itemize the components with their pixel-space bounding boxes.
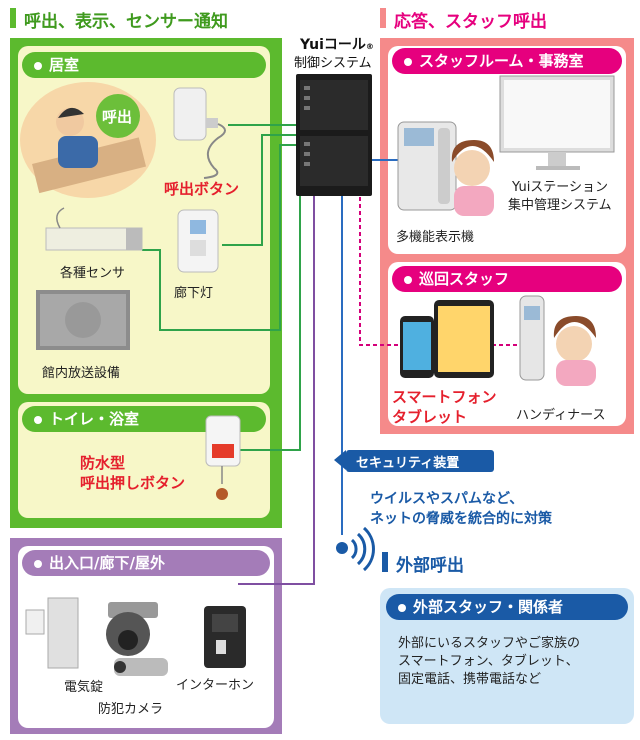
system-subtitle: 制御システム [294, 56, 372, 71]
hallway-light-label: 廊下灯 [174, 286, 214, 301]
pa-speaker-icon [36, 290, 130, 350]
phone-label: 多機能表示機 [396, 230, 475, 245]
electric-lock-icon [25, 597, 79, 669]
left-header: 呼出、表示、センサー通知 [24, 12, 228, 32]
room-title-pill: 居室 [22, 52, 266, 78]
pa-system-label: 館内放送設備 [42, 366, 121, 381]
station-monitor-icon [499, 75, 615, 170]
external-header: 外部呼出 [396, 556, 464, 576]
resident-illustration [20, 82, 156, 198]
handy-nurse-label: ハンディナース [516, 408, 606, 423]
external-desc-2: スマートフォン、タブレット、 [398, 654, 579, 669]
bullet-icon [34, 559, 42, 568]
line-hallway-light [222, 134, 300, 246]
right-header: 応答、スタッフ呼出 [394, 12, 547, 32]
patrol-title-pill: 巡回スタッフ [392, 266, 622, 292]
system-brand: Yuiコール® [300, 34, 374, 54]
left-header-bar [10, 8, 16, 28]
call-button-device-icon [173, 87, 226, 179]
security-arrow-icon [334, 450, 346, 470]
waterproof-call-button-icon [205, 415, 241, 500]
external-desc-3: 固定電話、携帯電話など [398, 672, 542, 687]
bullet-icon [398, 603, 406, 612]
handy-nurse-phone-icon [519, 295, 545, 381]
intercom-icon [204, 606, 246, 668]
bullet-icon [34, 61, 42, 70]
smartphone-icon [400, 316, 434, 378]
security-desc-2: ネットの脅威を統合的に対策 [370, 511, 552, 527]
security-camera-label: 防犯カメラ [98, 702, 164, 717]
bullet-icon [404, 275, 412, 284]
line-toilet [236, 190, 301, 451]
hallway-light-icon [177, 209, 219, 273]
smartphone-label: スマートフォン [392, 388, 497, 406]
call-bubble-text: 呼出 [102, 108, 133, 126]
bullet-icon [34, 415, 42, 424]
right-header-bar [380, 8, 386, 28]
room-title: 居室 [49, 56, 80, 74]
security-badge [346, 450, 494, 472]
green-connection-lines [142, 124, 301, 451]
line-entrance [238, 190, 315, 585]
multifunction-phone-icon [397, 121, 457, 211]
controller-cabinet-icon [296, 74, 372, 196]
station-label-2: 集中管理システム [508, 198, 612, 213]
patrol-staff-illustration [553, 316, 596, 386]
waterproof-button-label-1: 防水型 [80, 454, 126, 472]
registered-mark: ® [365, 42, 374, 51]
operator-illustration [451, 140, 494, 216]
call-bubble-icon [96, 94, 140, 138]
bullet-icon [404, 57, 412, 66]
tablet-label: タブレット [392, 408, 468, 426]
sensor-icon [45, 207, 143, 251]
entrance-title: 出入口/廊下/屋外 [49, 554, 165, 572]
patrol-title: 巡回スタッフ [419, 270, 510, 288]
waterproof-button-label-2: 呼出押しボタン [80, 474, 186, 492]
brand-name: Yuiコール [300, 37, 366, 53]
external-header-bar [382, 552, 388, 572]
line-sensor-pa [142, 144, 300, 331]
station-label-1: Yuiステーション [512, 180, 609, 195]
intercom-label: インターホン [176, 678, 255, 693]
security-desc-1: ウイルスやスパムなど、 [370, 491, 524, 507]
staff-room-title-pill: スタッフルーム・事務室 [392, 48, 622, 74]
electric-lock-label: 電気錠 [64, 680, 104, 695]
call-button-label: 呼出ボタン [164, 180, 240, 198]
external-title-pill: 外部スタッフ・関係者 [386, 594, 628, 620]
staff-room-title: スタッフルーム・事務室 [419, 52, 584, 70]
sensor-label: 各種センサ [60, 266, 126, 281]
external-desc-1: 外部にいるスタッフやご家族の [398, 636, 581, 651]
tablet-icon [434, 300, 494, 378]
external-panel-title: 外部スタッフ・関係者 [413, 598, 564, 616]
toilet-title: トイレ・浴室 [49, 410, 140, 428]
security-label: セキュリティ装置 [356, 456, 460, 471]
entrance-title-pill: 出入口/廊下/屋外 [22, 550, 270, 576]
security-camera-icon [106, 602, 168, 676]
wireless-signal-icon [336, 526, 375, 572]
